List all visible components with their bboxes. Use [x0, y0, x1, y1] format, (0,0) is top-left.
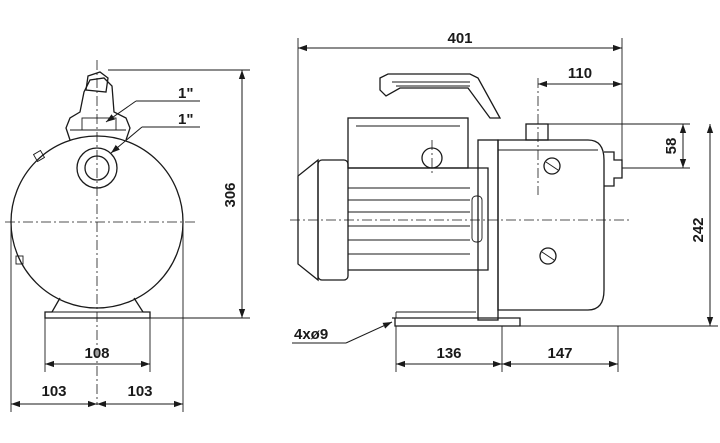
front-handle — [85, 71, 109, 93]
front-view: 1" 1" 306 108 103 103 — [5, 60, 250, 412]
half-right-label: 103 — [127, 383, 152, 400]
outlet-port — [525, 123, 549, 141]
mounting-holes-label: 4xø9 — [294, 326, 328, 343]
front-height-label: 306 — [222, 182, 239, 207]
outlet-height-label: 58 — [663, 138, 680, 155]
drain-plug — [539, 247, 557, 265]
overall-length-label: 401 — [447, 30, 472, 47]
front-port-boss — [76, 147, 118, 189]
front-base — [44, 297, 151, 319]
port-lower-label: 1" — [178, 111, 193, 128]
foot-right-label: 147 — [547, 345, 572, 362]
half-left-label: 103 — [41, 383, 66, 400]
outlet-offset-label: 110 — [568, 65, 592, 82]
motor-body — [348, 167, 489, 271]
cable-gland — [421, 147, 443, 169]
side-view: 401 110 58 242 4xø9 136 147 — [290, 30, 718, 372]
front-port-hole — [84, 155, 110, 181]
foot-left-label: 136 — [436, 345, 461, 362]
foot-width-label: 108 — [84, 345, 109, 362]
inlet-port — [604, 151, 623, 187]
terminal-box — [347, 117, 469, 169]
priming-plug — [543, 157, 561, 175]
inlet-height-label: 242 — [690, 217, 707, 242]
port-upper-label: 1" — [178, 85, 193, 102]
side-base — [392, 317, 521, 327]
carry-handle — [379, 73, 502, 119]
pump-housing — [497, 139, 605, 311]
